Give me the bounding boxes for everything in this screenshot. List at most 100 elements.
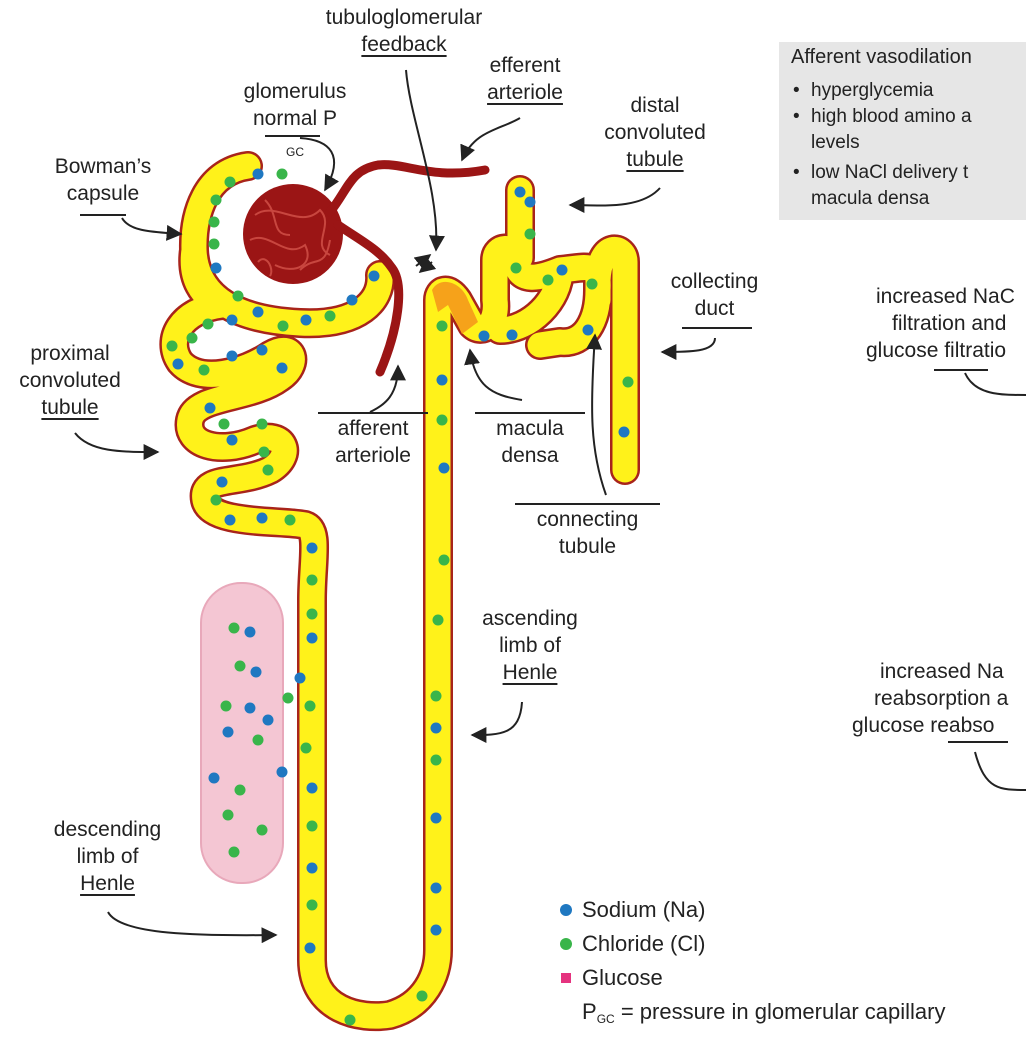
chloride-dot [209,217,220,228]
sodium-dot [369,271,380,282]
arterioles [330,165,485,372]
sodium-dot [263,715,274,726]
chloride-dot [221,701,232,712]
chloride-dot [257,419,268,430]
info-item-levels: levels [793,130,972,156]
chloride-dot [437,415,448,426]
chloride-dot [325,311,336,322]
sodium-dot [307,633,318,644]
tubuloglomerular-arrows [416,255,432,272]
reabsorption-underline [948,741,1008,743]
sodium-dot [301,315,312,326]
sodium-dot [217,477,228,488]
sodium-dot [209,773,220,784]
info-item-low-nacl: low NaCl delivery t [793,160,972,186]
chloride-dot [263,465,274,476]
info-item-macula-densa: macula densa [793,186,972,212]
label-increased-reabsorption: increased Na reabsorption a glucose reab… [850,658,1026,739]
chloride-dot [167,341,178,352]
chloride-dot [433,615,444,626]
info-box-title: Afferent vasodilation [791,46,972,69]
sodium-dot [439,463,450,474]
bowman-underline [80,214,126,216]
afferent-vasodilation-box: Afferent vasodilation hyperglycemia high… [779,42,1026,220]
legend-glucose: Glucose [556,961,945,995]
sodium-dot [205,403,216,414]
info-item-amino-acids: high blood amino a [793,104,972,130]
label-tubuloglomerular-feedback: tubuloglomerular feedback [305,4,503,58]
chloride-dot [223,810,234,821]
sodium-dot [479,331,490,342]
chloride-dot [511,263,522,274]
sodium-dot [227,315,238,326]
chloride-dot [305,701,316,712]
label-ascending-limb: ascending limb of Henle [470,605,590,686]
sodium-dot-icon [560,904,572,916]
label-collecting-duct: collecting duct [652,268,777,322]
label-bowmans-capsule: Bowman’s capsule [48,153,158,207]
sodium-dot [307,863,318,874]
sodium-dot [431,813,442,824]
collecting-underline [682,327,752,329]
sodium-dot [225,515,236,526]
sodium-dot [245,627,256,638]
sodium-dot [619,427,630,438]
chloride-dot [431,691,442,702]
chloride-dot [283,693,294,704]
sodium-dot [557,265,568,276]
chloride-dot-icon [560,938,572,950]
sodium-dot [431,883,442,894]
legend-chloride: Chloride (Cl) [556,927,945,961]
chloride-dot [257,825,268,836]
chloride-dot [235,785,246,796]
chloride-dot [623,377,634,388]
sodium-dot [223,727,234,738]
chloride-dot [219,419,230,430]
sodium-dot [253,169,264,180]
label-distal-convoluted-tubule: distal convoluted tubule [590,92,720,173]
legend-sodium: Sodium (Na) [556,893,945,927]
glomerulus-underline [265,135,320,137]
sodium-dot [507,330,518,341]
sodium-dot [173,359,184,370]
sodium-dot [295,673,306,684]
sodium-dot [515,187,526,198]
chloride-dot [203,319,214,330]
legend-pgc: PGC = pressure in glomerular capillary [556,995,945,1036]
interstitial-region [201,583,283,883]
label-connecting-tubule: connecting tubule [515,503,660,560]
chloride-dot [437,321,448,332]
chloride-dot [307,609,318,620]
label-afferent-arteriole: afferent arteriole [318,412,428,469]
sodium-dot [257,513,268,524]
sodium-dot [253,307,264,318]
chloride-dot [277,169,288,180]
chloride-dot [431,755,442,766]
chloride-dot [229,847,240,858]
label-glomerulus: glomerulus normal PGC [225,78,365,166]
sodium-dot [227,435,238,446]
sodium-dot [307,783,318,794]
sodium-dot [307,543,318,554]
chloride-dot [187,333,198,344]
sodium-dot [257,345,268,356]
chloride-dot [307,575,318,586]
sodium-dot [437,375,448,386]
chloride-dot [439,555,450,566]
sodium-dot [277,363,288,374]
sodium-dot [245,703,256,714]
sodium-dot [525,197,536,208]
chloride-dot [235,661,246,672]
chloride-dot [211,195,222,206]
chloride-dot [211,495,222,506]
chloride-dot [253,735,264,746]
chloride-dot [285,515,296,526]
chloride-dot [301,743,312,754]
sodium-dot [277,767,288,778]
chloride-dot [233,291,244,302]
info-item-hyperglycemia: hyperglycemia [793,78,972,104]
sodium-dot [431,925,442,936]
filtration-underline [934,369,988,371]
chloride-dot [259,447,270,458]
label-efferent-arteriole: efferent arteriole [470,52,580,106]
